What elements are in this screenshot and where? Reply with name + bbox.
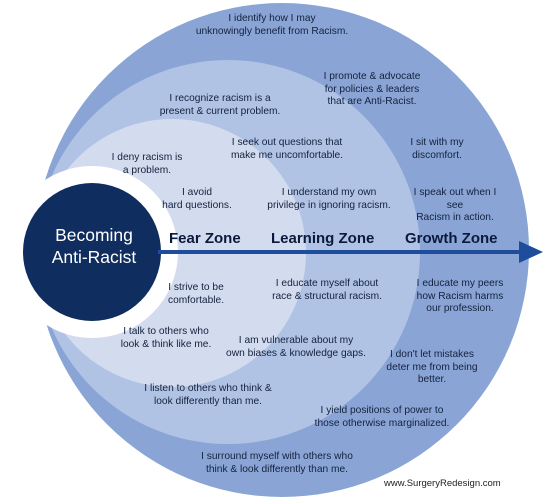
growth-statement: I yield positions of power to those othe…: [314, 405, 450, 429]
growth-statement: I identify how I may unknowingly benefit…: [195, 13, 349, 37]
learning-statement: I am vulnerable about my own biases & kn…: [226, 335, 366, 359]
fear-statement: I talk to others who look & think like m…: [120, 326, 212, 350]
learning-statement: I seek out questions that make me uncomf…: [230, 137, 344, 161]
fear-zone-label: Fear Zone: [169, 230, 241, 247]
growth-statement: I speak out when I see Racism in action.: [413, 187, 497, 223]
growth-statement: I surround myself with others who think …: [201, 451, 353, 475]
fear-statement: I deny racism is a problem.: [111, 152, 183, 176]
website-credit: www.SurgeryRedesign.com: [384, 478, 501, 489]
growth-arrow-head: [519, 241, 543, 263]
growth-arrow-shaft: [158, 250, 530, 254]
growth-statement: I sit with my discomfort.: [410, 137, 464, 161]
learning-statement: I understand my own privilege in ignorin…: [267, 187, 391, 211]
center-title: Becoming Anti-Racist: [51, 225, 137, 267]
fear-statement: I avoid hard questions.: [162, 187, 232, 211]
learning-statement: I educate myself about race & structural…: [272, 278, 382, 302]
growth-statement: I don't let mistakes deter me from being…: [386, 349, 478, 385]
learning-statement: I recognize racism is a present & curren…: [159, 93, 281, 117]
growth-zone-label: Growth Zone: [405, 230, 498, 247]
growth-statement: I promote & advocate for policies & lead…: [323, 71, 421, 107]
learning-statement: I listen to others who think & look diff…: [144, 383, 272, 407]
growth-statement: I educate my peers how Racism harms our …: [416, 278, 504, 314]
learning-zone-label: Learning Zone: [271, 230, 375, 247]
center-circle: [23, 183, 161, 321]
fear-statement: I strive to be comfortable.: [167, 282, 225, 306]
